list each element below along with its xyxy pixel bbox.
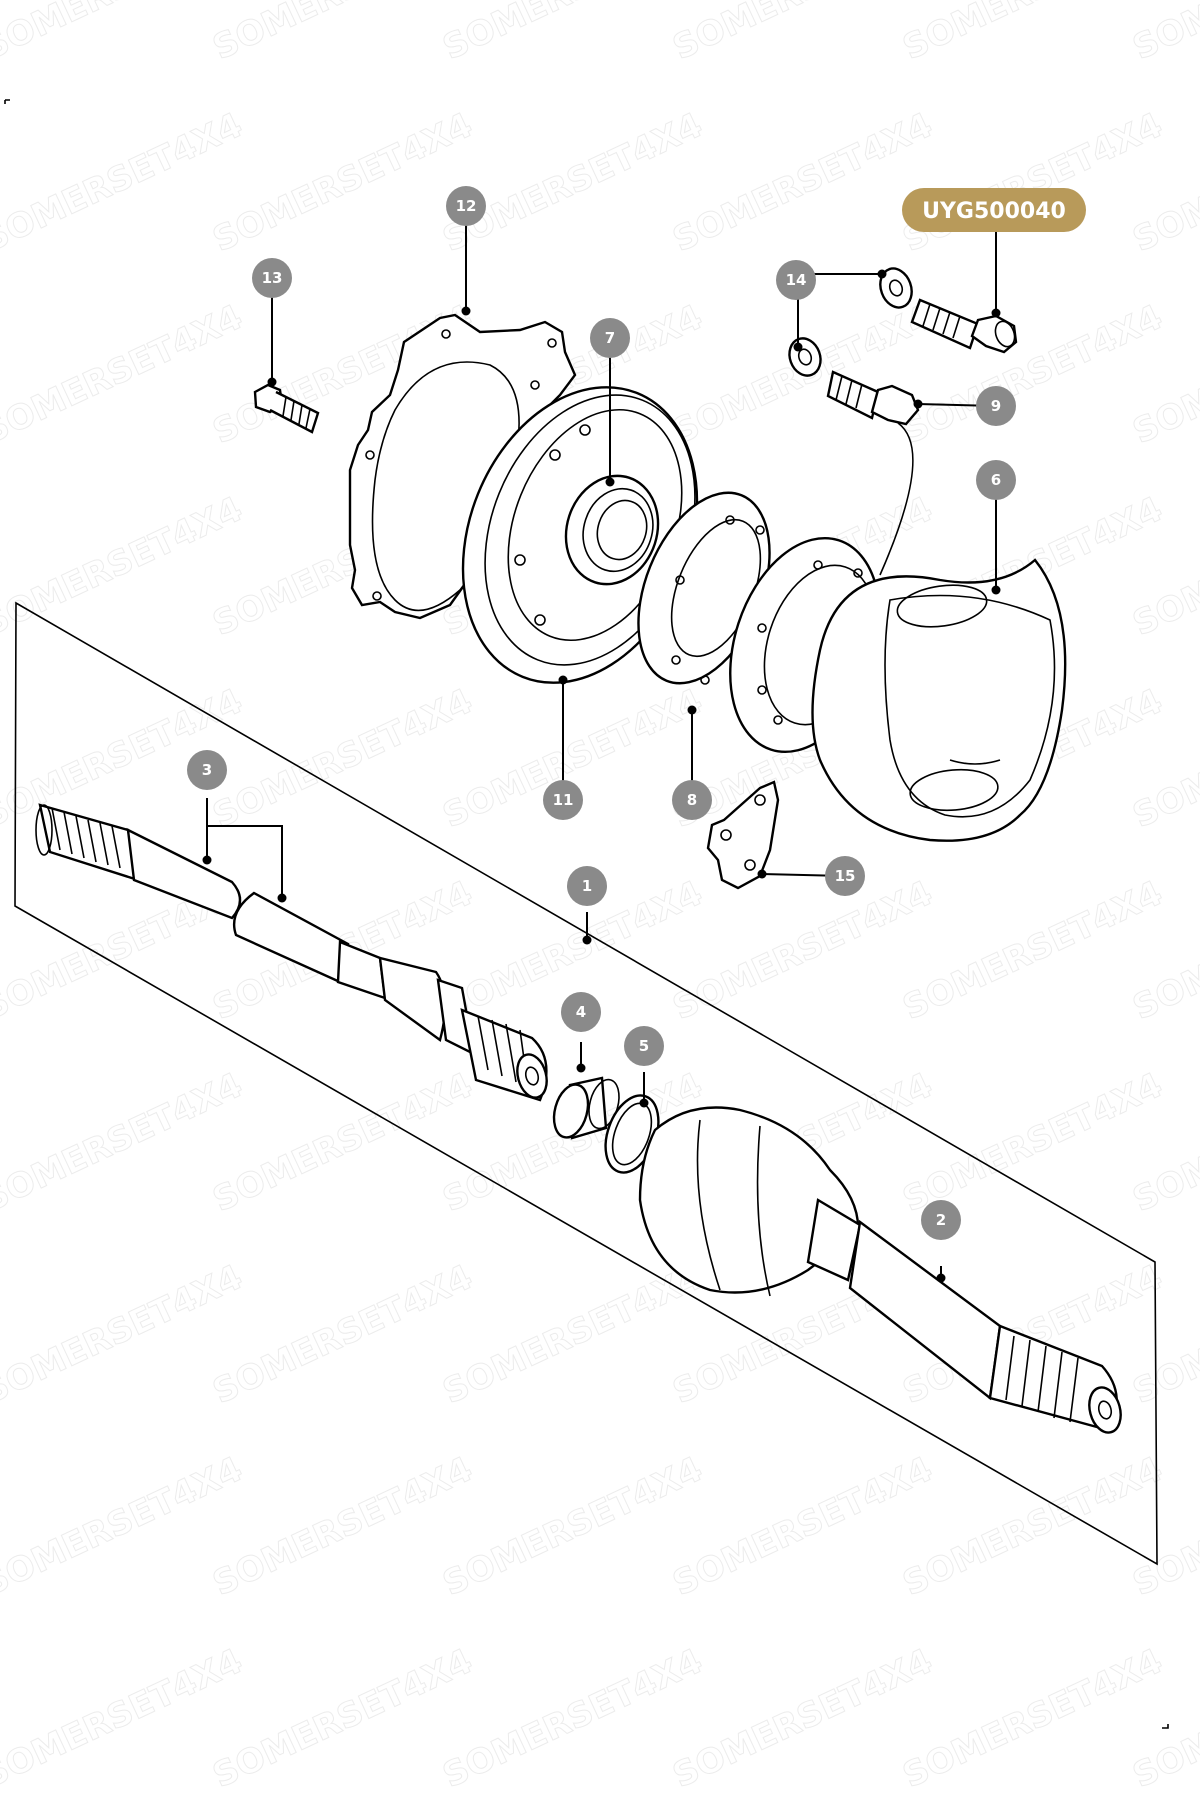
watermark-text: SOMERSET4X4 (897, 105, 1169, 260)
watermark-text: SOMERSET4X4 (207, 1449, 479, 1604)
watermark-text: SOMERSET4X4 (0, 1449, 249, 1604)
callout-label-4: 4 (576, 1003, 586, 1021)
callout-2[interactable]: 2 (921, 1200, 961, 1240)
callout-label-6: 6 (991, 471, 1001, 489)
callout-1[interactable]: 1 (567, 866, 607, 906)
shaft-assembly-frame (14, 601, 1158, 1566)
callout-label-3: 3 (202, 761, 212, 779)
callout-label-2: 2 (936, 1211, 946, 1229)
callout-label-14: 14 (786, 271, 807, 289)
callout-label-13: 13 (262, 269, 283, 287)
watermark-text: SOMERSET4X4 (437, 1257, 709, 1412)
part-4-collar[interactable] (549, 1076, 624, 1141)
highlighted-part-badge[interactable]: UYG500040 (902, 188, 1086, 232)
callout-12[interactable]: 12 (446, 186, 486, 226)
callout-label-11: 11 (553, 791, 574, 809)
callout-14[interactable]: 14 (776, 260, 816, 300)
watermark-text: SOMERSET4X4 (897, 1065, 1169, 1220)
watermark-text: SOMERSET4X4 (897, 1449, 1169, 1604)
part-6-housing[interactable] (704, 519, 1067, 842)
callout-label-7: 7 (605, 329, 615, 347)
callout-11[interactable]: 11 (543, 780, 583, 820)
callout-8[interactable]: 8 (672, 780, 712, 820)
watermark-text: SOMERSET4X4 (1127, 0, 1200, 68)
callout-label-8: 8 (687, 791, 697, 809)
part-3-inner-shaft[interactable] (35, 803, 551, 1102)
callout-4[interactable]: 4 (561, 992, 601, 1032)
callout-5[interactable]: 5 (624, 1026, 664, 1066)
watermark-text: SOMERSET4X4 (0, 489, 249, 644)
callout-label-15: 15 (835, 867, 856, 885)
watermark-text: SOMERSET4X4 (207, 105, 479, 260)
callout-label-9: 9 (991, 397, 1001, 415)
watermark-text: SOMERSET4X4 (207, 1257, 479, 1412)
callout-6[interactable]: 6 (976, 460, 1016, 500)
watermark-text: SOMERSET4X4 (667, 105, 939, 260)
watermark-text: SOMERSET4X4 (207, 1641, 479, 1796)
callout-13[interactable]: 13 (252, 258, 292, 298)
part-9-bolt[interactable] (826, 370, 920, 576)
watermark-text: SOMERSET4X4 (207, 1065, 479, 1220)
crop-mark-top-left (4, 99, 10, 104)
watermark-text: SOMERSET4X4 (667, 873, 939, 1028)
callout-9[interactable]: 9 (976, 386, 1016, 426)
callout-label-5: 5 (639, 1037, 649, 1055)
watermark-text: SOMERSET4X4 (667, 1641, 939, 1796)
watermark-text: SOMERSET4X4 (437, 105, 709, 260)
watermark-text: SOMERSET4X4 (0, 1257, 249, 1412)
watermark-text: SOMERSET4X4 (207, 681, 479, 836)
highlighted-part-label: UYG500040 (922, 199, 1066, 224)
watermark-text: SOMERSET4X4 (0, 1641, 249, 1796)
watermark-text: SOMERSET4X4 (0, 1065, 249, 1220)
part-13-bolt[interactable] (253, 383, 320, 434)
watermark-text: SOMERSET4X4 (0, 105, 249, 260)
callout-7[interactable]: 7 (590, 318, 630, 358)
callout-3[interactable]: 3 (187, 750, 227, 790)
callout-15[interactable]: 15 (825, 856, 865, 896)
callout-label-12: 12 (456, 197, 477, 215)
watermark-text: SOMERSET4X4 (0, 297, 249, 452)
crop-mark-bottom-right (1162, 1724, 1169, 1729)
watermark-text: SOMERSET4X4 (437, 1641, 709, 1796)
part-7-bearing[interactable] (552, 464, 672, 596)
watermark-text: SOMERSET4X4 (897, 873, 1169, 1028)
watermark-text: SOMERSET4X4 (437, 1449, 709, 1604)
watermark-text: SOMERSET4X4 (897, 1641, 1169, 1796)
part-2-cv-joint-shaft[interactable] (638, 1106, 1125, 1437)
part-uyg500040-bolt[interactable] (910, 298, 1018, 354)
watermark-text: SOMERSET4X4 (667, 1449, 939, 1604)
callout-label-1: 1 (582, 877, 592, 895)
leader-dots (202, 269, 1001, 1283)
part-15-bracket[interactable] (706, 780, 780, 890)
